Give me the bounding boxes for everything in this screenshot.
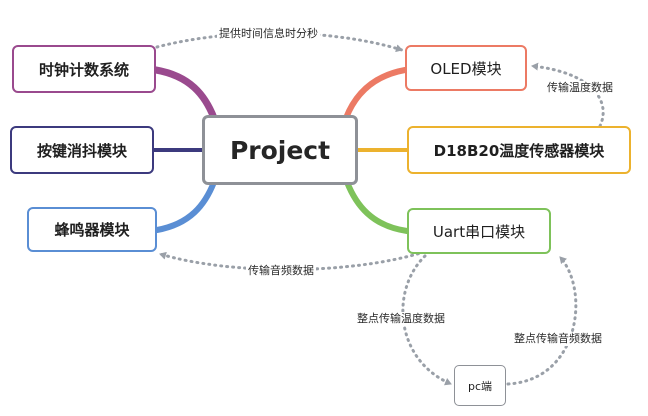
node-oled[interactable]: OLED模块 bbox=[405, 45, 527, 91]
relation-ds-to-oled bbox=[530, 62, 605, 128]
node-pc[interactable]: pc端 bbox=[454, 365, 506, 406]
branch-buzzer bbox=[154, 179, 217, 233]
edge-label-uart-to-buzzer: 传输音频数据 bbox=[246, 264, 316, 278]
branch-uart bbox=[344, 179, 410, 234]
relation-uart-to-buzzer bbox=[158, 250, 426, 271]
edge-label-ds-to-oled: 传输温度数据 bbox=[545, 81, 615, 95]
node-ds18b20[interactable]: D18B20温度传感器模块 bbox=[407, 126, 631, 174]
node-uart[interactable]: Uart串口模块 bbox=[407, 208, 551, 254]
edge-label-clock-to-oled: 提供时间信息时分秒 bbox=[217, 27, 320, 41]
node-buzzer[interactable]: 蜂鸣器模块 bbox=[27, 207, 157, 252]
edge-label-pc-to-uart: 整点传输音频数据 bbox=[512, 332, 604, 346]
node-clock-system[interactable]: 时钟计数系统 bbox=[12, 45, 156, 93]
node-key-debounce[interactable]: 按键消抖模块 bbox=[10, 126, 154, 174]
center-topic-project[interactable]: Project bbox=[202, 115, 358, 185]
relation-clock-to-oled bbox=[155, 31, 404, 53]
edge-label-uart-to-pc: 整点传输温度数据 bbox=[355, 312, 447, 326]
branch-clock bbox=[152, 66, 218, 122]
branch-oled bbox=[343, 67, 408, 121]
relation-pc-to-uart bbox=[506, 255, 578, 386]
